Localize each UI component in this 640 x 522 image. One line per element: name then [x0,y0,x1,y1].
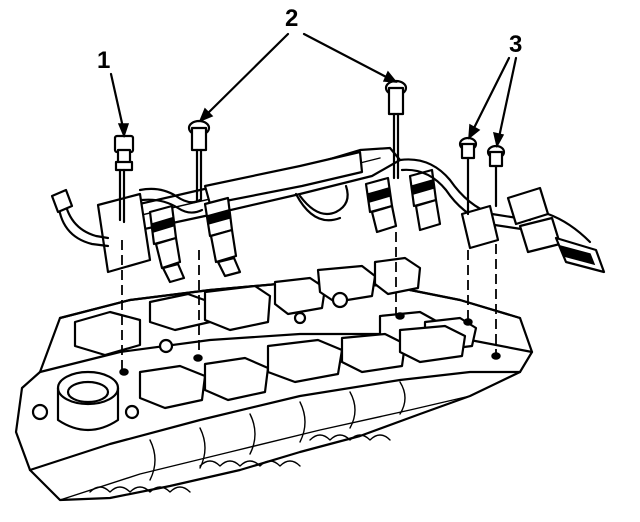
rail-bolt-center-right [384,79,408,314]
injector-1 [148,204,186,284]
injector-4 [408,168,442,232]
intake-manifold [14,256,534,502]
rail-bolt-left [113,134,135,372]
rail-bolt-center-left [187,119,211,356]
callout-label-3: 3 [509,31,522,58]
bracket-bolt-right-a [458,136,478,320]
bracket-bolt-right-b [486,144,506,354]
runner-ports-front [138,324,467,410]
callout-3: 3 [468,31,522,149]
callout-1: 1 [97,47,130,139]
injector-3 [364,176,398,234]
fuel-rail-assembly [50,146,606,284]
callout-label-2: 2 [285,5,298,32]
injector-2 [203,196,242,278]
callout-2: 2 [198,5,398,123]
callout-label-1: 1 [97,47,110,74]
